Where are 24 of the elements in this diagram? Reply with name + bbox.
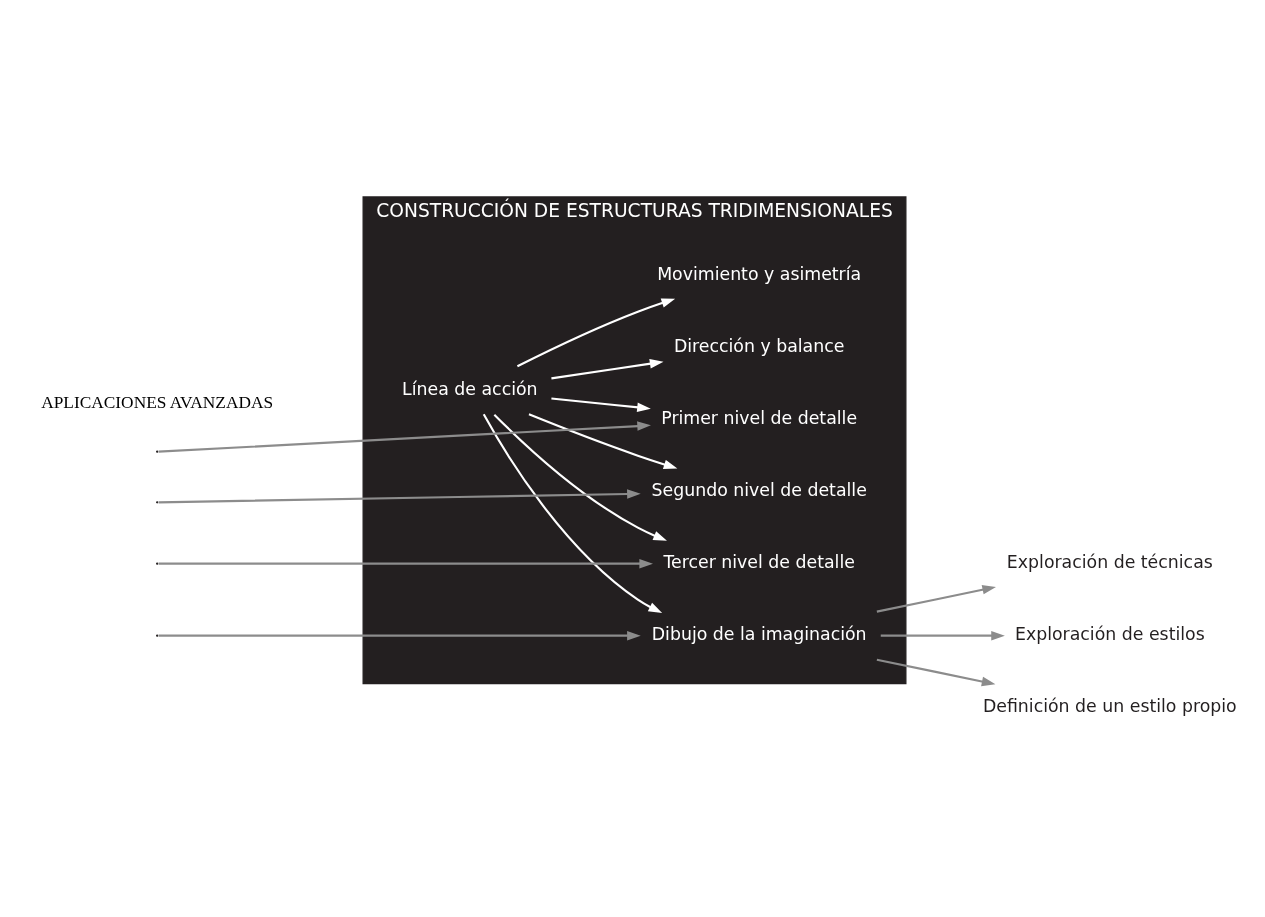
arrow xyxy=(880,630,1005,640)
arrow xyxy=(528,412,678,469)
node-text: Segundo nivel de detalle xyxy=(651,479,867,500)
label: APLICACIONES AVANZADAS xyxy=(41,392,274,412)
node-text: Línea de acción xyxy=(402,378,538,399)
arrow xyxy=(876,658,996,686)
arrow xyxy=(158,420,651,453)
arrow xyxy=(551,358,664,379)
arrow xyxy=(158,488,641,503)
arrow xyxy=(482,413,663,613)
arrow xyxy=(876,584,996,613)
node-text: Movimiento y asimetría xyxy=(657,263,862,284)
arrow xyxy=(158,558,653,568)
node-text: Definición de un estilo propio xyxy=(982,695,1237,716)
arrow xyxy=(551,397,651,412)
node-text: Tercer nivel de detalle xyxy=(663,551,855,572)
arrow xyxy=(493,413,667,541)
node-text: Primer nivel de detalle xyxy=(661,407,858,428)
arrow xyxy=(516,297,676,367)
node-text: Exploración de estilos xyxy=(1014,623,1205,644)
node-text: Dibujo de la imaginación xyxy=(651,623,867,644)
arrow xyxy=(158,630,641,640)
node-text: Dirección y balance xyxy=(673,335,845,356)
node-text: Exploración de técnicas xyxy=(1006,551,1213,572)
